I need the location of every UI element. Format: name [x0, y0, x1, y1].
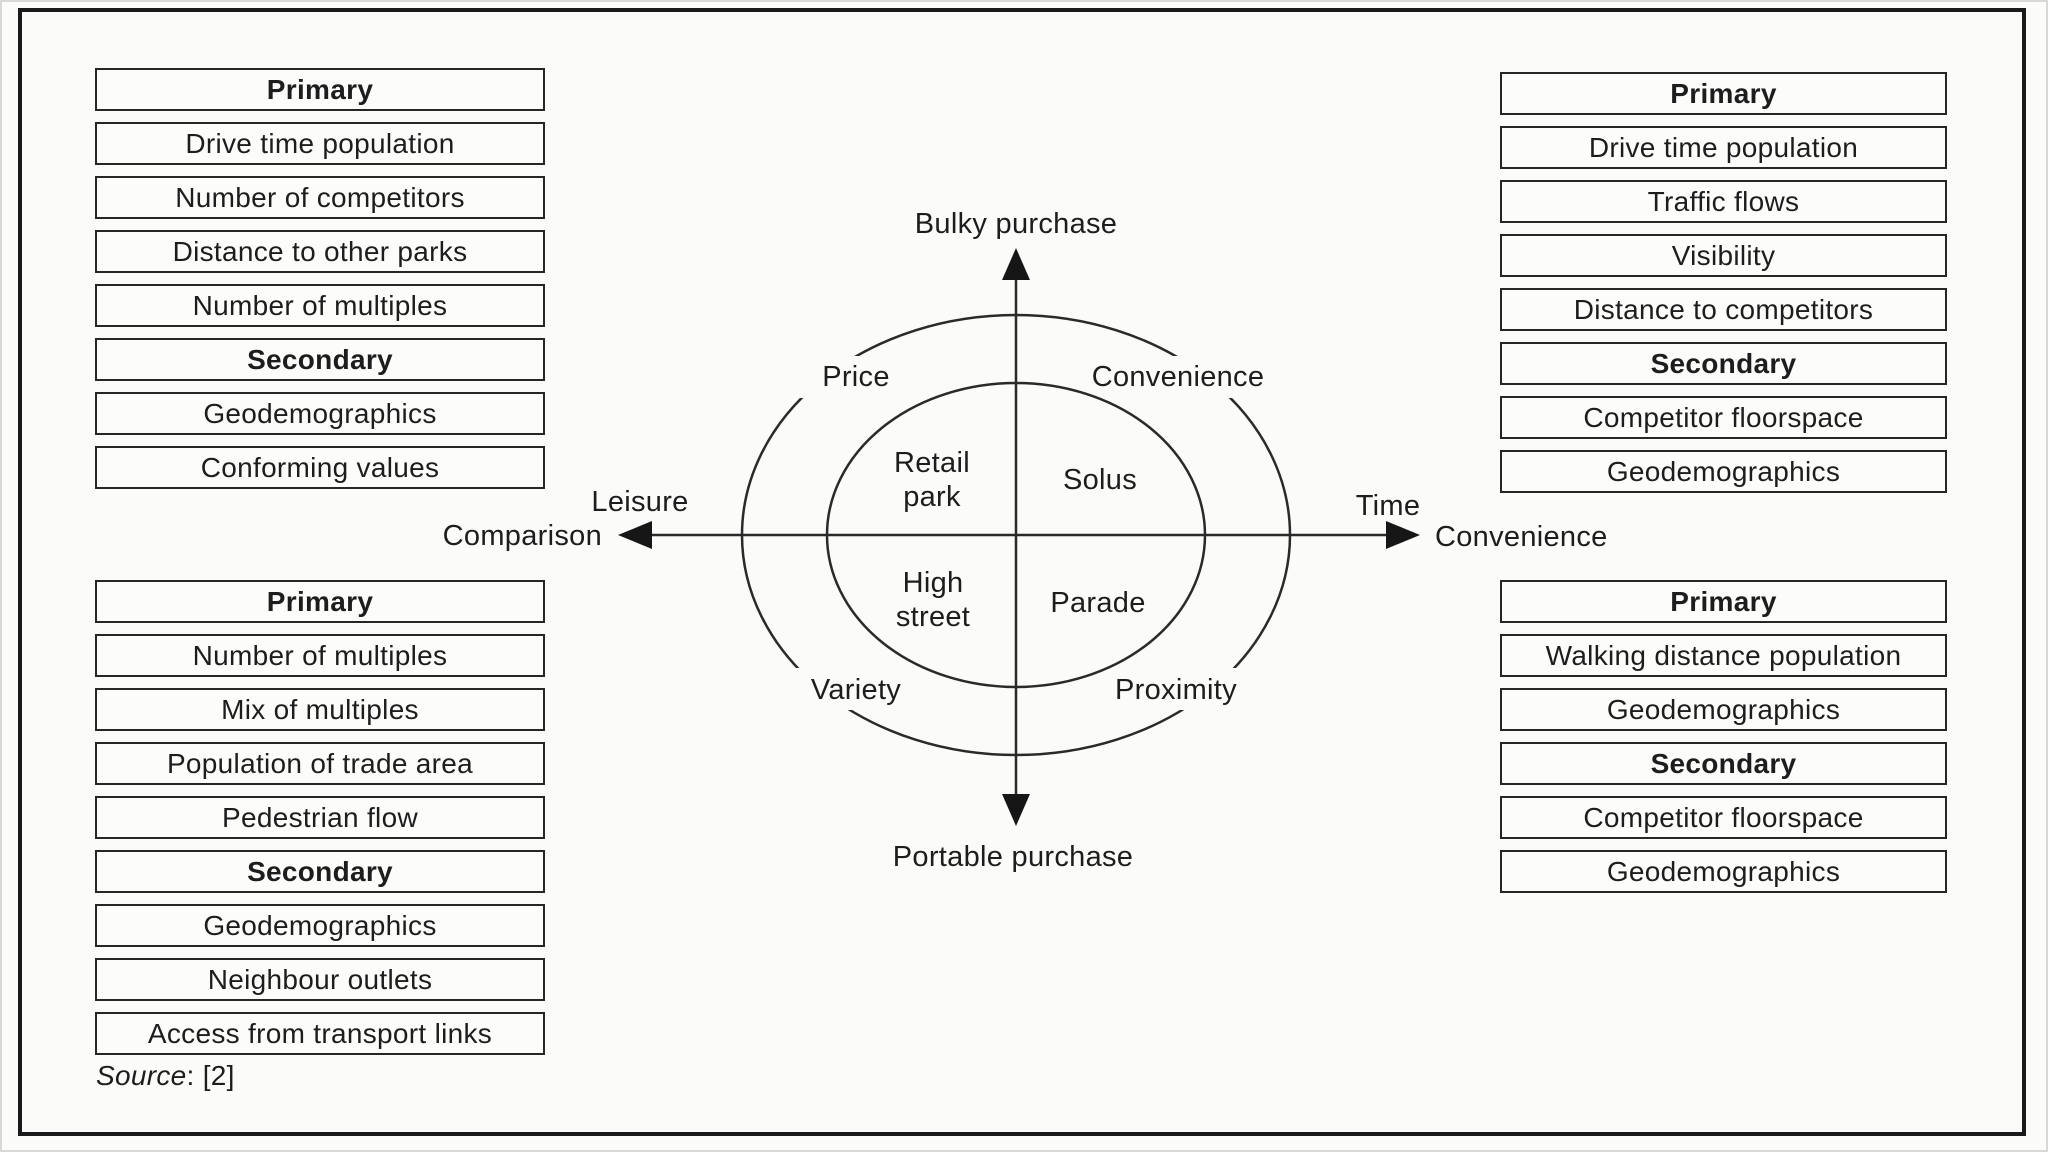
criterion-box: Competitor floorspace: [1500, 796, 1947, 839]
source-note-citation: : [2]: [186, 1060, 235, 1091]
ring-label-price: Price: [822, 361, 890, 393]
criterion-box: Visibility: [1500, 234, 1947, 277]
ring-label-convenience: Convenience: [1092, 361, 1265, 393]
category-header-box: Primary: [95, 580, 545, 623]
axis-up-arrowhead-icon: [1002, 248, 1030, 280]
figure-border-frame: [18, 8, 2026, 1136]
criterion-box: Number of multiples: [95, 284, 545, 327]
axis-label-comparison: Comparison: [443, 520, 602, 552]
criterion-box: Distance to competitors: [1500, 288, 1947, 331]
criterion-box: Geodemographics: [1500, 850, 1947, 893]
criterion-box: Number of competitors: [95, 176, 545, 219]
category-header-box: Secondary: [95, 850, 545, 893]
proximity-label-background: [1096, 668, 1256, 710]
ring-label-variety: Variety: [811, 674, 901, 706]
criterion-box: Number of multiples: [95, 634, 545, 677]
quadrant-label-high-street-line1: High: [903, 567, 964, 599]
criterion-box: Geodemographics: [95, 392, 545, 435]
criterion-box: Drive time population: [95, 122, 545, 165]
ring-label-proximity: Proximity: [1115, 674, 1237, 706]
quadrant-label-high-street-line2: street: [896, 601, 970, 633]
price-label-background: [798, 356, 914, 398]
criterion-box: Geodemographics: [1500, 450, 1947, 493]
quadrant-label-parade: Parade: [1050, 587, 1145, 619]
criterion-box: Pedestrian flow: [95, 796, 545, 839]
criterion-box: Population of trade area: [95, 742, 545, 785]
category-header-box: Primary: [95, 68, 545, 111]
axis-right-arrowhead-icon: [1386, 521, 1420, 549]
axis-label-leisure: Leisure: [591, 486, 688, 518]
category-header-box: Secondary: [95, 338, 545, 381]
quadrant-label-retail-park-line2: park: [903, 481, 961, 513]
quadrant-label-solus: Solus: [1063, 464, 1137, 496]
criterion-box: Traffic flows: [1500, 180, 1947, 223]
variety-label-background: [792, 668, 920, 710]
axis-label-portable-purchase: Portable purchase: [893, 841, 1133, 873]
criterion-box: Walking distance population: [1500, 634, 1947, 677]
category-header-box: Secondary: [1500, 742, 1947, 785]
criterion-box: Conforming values: [95, 446, 545, 489]
axis-label-time: Time: [1356, 490, 1421, 522]
criterion-box: Drive time population: [1500, 126, 1947, 169]
criterion-box: Competitor floorspace: [1500, 396, 1947, 439]
source-note-prefix: Source: [96, 1060, 187, 1091]
category-header-box: Secondary: [1500, 342, 1947, 385]
axis-label-convenience: Convenience: [1435, 521, 1608, 553]
criterion-box: Access from transport links: [95, 1012, 545, 1055]
convenience-ring-label-background: [1082, 356, 1274, 398]
category-header-box: Primary: [1500, 580, 1947, 623]
axis-label-bulky-purchase: Bulky purchase: [915, 208, 1117, 240]
criterion-box: Geodemographics: [95, 904, 545, 947]
quadrant-label-retail-park-line1: Retail: [894, 447, 970, 479]
axis-down-arrowhead-icon: [1002, 794, 1030, 826]
criterion-box: Distance to other parks: [95, 230, 545, 273]
criterion-box: Geodemographics: [1500, 688, 1947, 731]
criterion-box: Mix of multiples: [95, 688, 545, 731]
source-note: Source: [2]: [96, 1060, 235, 1092]
criterion-box: Neighbour outlets: [95, 958, 545, 1001]
category-header-box: Primary: [1500, 72, 1947, 115]
axis-left-arrowhead-icon: [618, 521, 652, 549]
